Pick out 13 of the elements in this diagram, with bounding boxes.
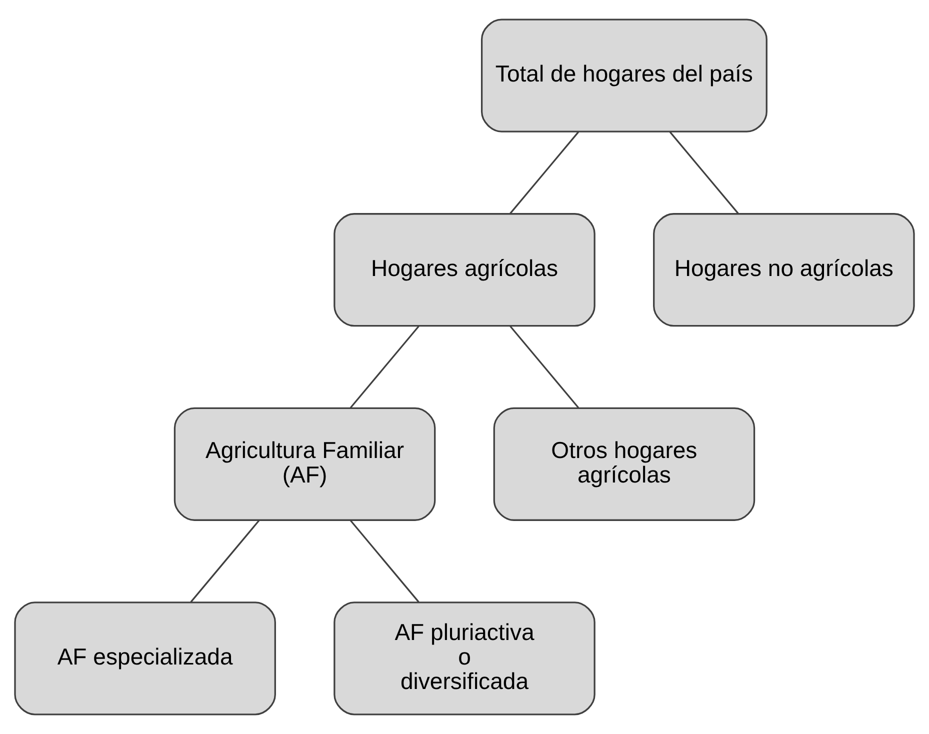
connector <box>350 326 420 408</box>
node-box: Agricultura Familiar (AF) <box>174 407 436 521</box>
connector <box>510 326 580 408</box>
node-box: Total de hogares del país <box>480 18 768 132</box>
node-box: Otros hogares agrícolas <box>493 407 756 521</box>
node-box: AF especializada <box>14 602 276 716</box>
connector <box>669 131 739 214</box>
node-box: Hogares no agrícolas <box>653 213 915 327</box>
connector <box>510 131 580 214</box>
node-box: Hogares agrícolas <box>334 213 596 327</box>
connector <box>350 520 420 603</box>
connector <box>190 520 260 603</box>
node-box: AF pluriactiva o diversificada <box>334 602 596 716</box>
